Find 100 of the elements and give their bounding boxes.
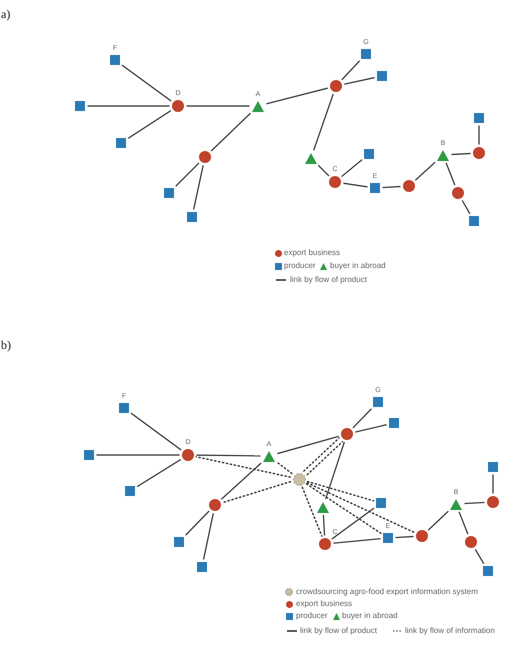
legend-text: buyer in abroad <box>330 262 386 270</box>
circle-node <box>465 536 477 548</box>
link-line <box>325 442 345 500</box>
link-line <box>462 200 470 214</box>
link-line <box>186 105 250 107</box>
circle-node <box>172 100 184 112</box>
dotted-link-line <box>196 456 291 478</box>
link-line <box>277 436 339 454</box>
link-line <box>382 186 401 188</box>
link-line <box>318 164 330 176</box>
triangle-node <box>437 150 449 160</box>
circle-node <box>487 496 499 508</box>
link-line <box>458 512 468 534</box>
triangle-node <box>317 502 329 512</box>
square-node <box>197 562 207 572</box>
legend-text: link by flow of information <box>405 626 495 634</box>
link-line <box>266 88 328 104</box>
panel-label: b) <box>1 339 11 351</box>
link-line <box>414 162 436 181</box>
link-line <box>313 94 334 150</box>
square-node <box>373 397 383 407</box>
circle-node <box>319 538 331 550</box>
square-node <box>119 403 129 413</box>
circle-node <box>330 80 342 92</box>
link-line <box>333 538 381 544</box>
legend-text: producer <box>284 262 316 270</box>
link-line <box>202 513 214 560</box>
legend-text: producer <box>296 612 328 620</box>
link-line <box>474 549 484 564</box>
legend-text: link by flow of product <box>300 626 377 634</box>
triangle-node <box>305 152 317 164</box>
circle-node <box>329 176 341 188</box>
triangle-node <box>252 100 264 112</box>
square-node <box>75 101 85 111</box>
square-node <box>383 533 393 543</box>
link-line <box>478 126 480 144</box>
square-node <box>483 566 493 576</box>
link-line <box>428 510 449 531</box>
link-line <box>96 454 180 456</box>
link-line <box>355 424 387 433</box>
link-line <box>341 159 362 178</box>
link-line <box>332 508 374 540</box>
square-node <box>389 418 399 428</box>
panel-label: a) <box>1 8 10 20</box>
circle-node <box>473 147 485 159</box>
square-node <box>364 149 374 159</box>
square-node <box>370 183 380 193</box>
legend-text: export business <box>296 600 352 608</box>
dotted-link-line <box>302 486 323 537</box>
legend-text: crowdsourcing agro-food export information system <box>296 588 478 596</box>
link-line <box>175 162 200 187</box>
legend-text: buyer in abroad <box>342 612 398 620</box>
link-line <box>446 162 456 186</box>
link-line <box>136 458 182 488</box>
link-line <box>343 182 368 188</box>
circle-node <box>209 499 221 511</box>
square-node <box>187 212 197 222</box>
square-node <box>361 49 371 59</box>
square-node <box>116 138 126 148</box>
dotted-link-line <box>276 461 293 474</box>
circle-node <box>199 151 211 163</box>
link-line <box>88 105 170 107</box>
link-line <box>492 474 494 494</box>
square-node <box>174 537 184 547</box>
dotted-link-line <box>306 480 374 502</box>
link-line <box>341 60 360 80</box>
link-line <box>352 408 372 428</box>
square-node <box>377 71 387 81</box>
legend-text: link by flow of product <box>290 276 367 284</box>
link-line <box>193 165 204 210</box>
dotted-link-line <box>306 483 382 534</box>
square-node <box>376 498 386 508</box>
square-node <box>474 113 484 123</box>
link-line <box>220 462 262 500</box>
circle-node <box>403 180 415 192</box>
link-line <box>196 454 260 456</box>
link-line <box>322 514 326 536</box>
link-line <box>122 64 172 102</box>
circle-node <box>416 530 428 542</box>
square-node <box>110 55 120 65</box>
gear-node <box>292 472 306 486</box>
link-line <box>210 112 251 152</box>
link-line <box>128 110 172 139</box>
square-node <box>469 216 479 226</box>
triangle-node <box>263 450 275 462</box>
circle-node <box>452 187 464 199</box>
triangle-node <box>450 498 462 510</box>
dotted-link-line <box>222 480 292 504</box>
square-node <box>488 462 498 472</box>
link-line <box>344 77 375 85</box>
legend-text: export business <box>284 248 340 256</box>
link-line <box>464 502 485 504</box>
dotted-link-line <box>306 482 415 534</box>
circle-node <box>182 449 194 461</box>
circle-node <box>341 428 353 440</box>
square-node <box>164 188 174 198</box>
square-node <box>84 450 94 460</box>
link-line <box>130 412 182 450</box>
square-node <box>125 486 135 496</box>
link-line <box>185 510 210 536</box>
